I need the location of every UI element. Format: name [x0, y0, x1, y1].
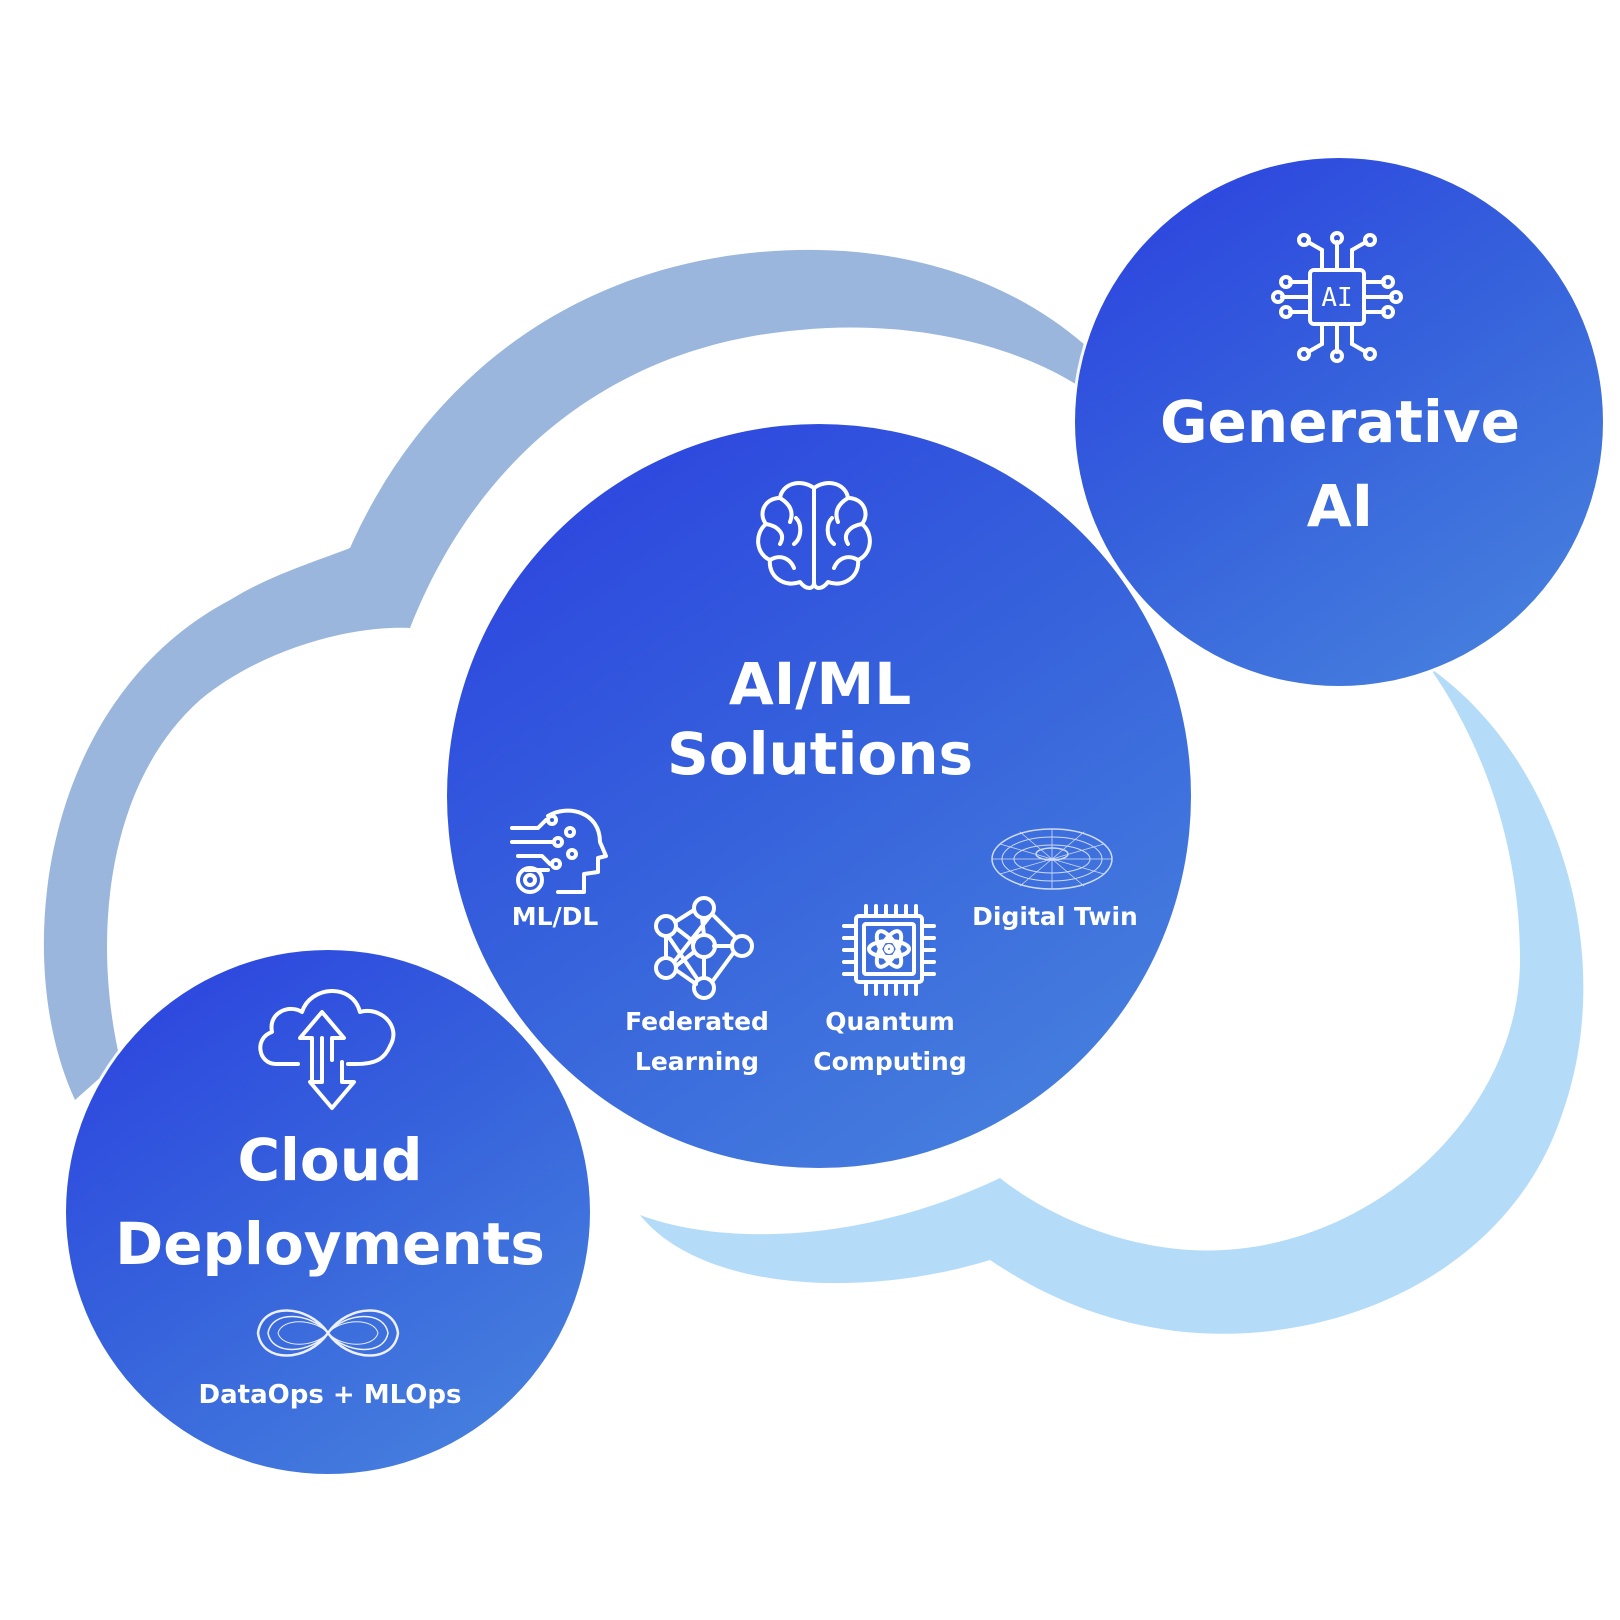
quantum-chip-icon	[842, 904, 936, 996]
infinity-icon	[252, 1298, 404, 1368]
aiml-item-label: Federated Learning	[625, 1007, 769, 1076]
torus-icon	[990, 826, 1114, 892]
cloud-transfer-icon	[256, 982, 402, 1112]
network-icon	[652, 896, 754, 1000]
cloud-deployments-subtitle: DataOps + MLOps	[198, 1380, 462, 1410]
ai-chip-icon: AI	[1271, 231, 1403, 363]
aiml-item-label: ML/DL	[511, 902, 599, 931]
cloud-deployments-node	[66, 950, 590, 1474]
cloud-deployments-title: Cloud Deployments	[115, 1126, 545, 1279]
aiml-title: AI/ML Solutions	[666, 650, 974, 788]
aiml-solutions-node	[447, 424, 1191, 1168]
brain-icon	[750, 478, 878, 600]
cloud-front-arc	[640, 668, 1584, 1334]
cloud-back-arc	[43, 249, 1086, 1100]
aiml-item-label: Quantum Computing	[813, 1007, 967, 1076]
aiml-item-label: Digital Twin	[972, 902, 1138, 931]
ai-head-icon	[508, 806, 608, 896]
generative-ai-title: Generative AI	[1159, 388, 1521, 541]
ai-chip-text: AI	[1321, 283, 1352, 313]
